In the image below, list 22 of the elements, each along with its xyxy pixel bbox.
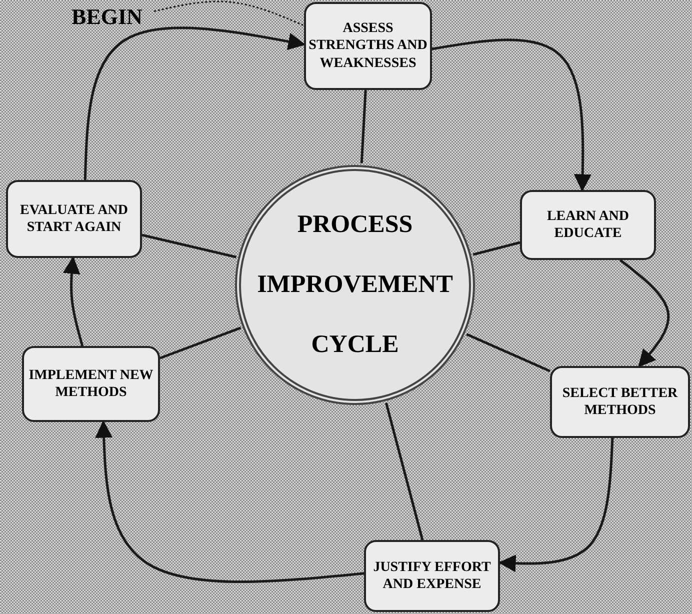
node-label: PROCESS IMPROVEMENT CYCLE: [256, 210, 454, 360]
arrow: [432, 38, 592, 192]
process-box: [520, 190, 656, 260]
arrow: [95, 420, 364, 584]
leader-line: [154, 0, 304, 26]
begin-label: BEGIN: [72, 3, 142, 31]
process-box: [550, 366, 690, 438]
process-box: [22, 346, 160, 422]
arrow: [84, 26, 306, 180]
process-box: [6, 180, 142, 258]
node-label: EVALUATE AND START AGAIN: [18, 202, 129, 236]
central-circle: [235, 165, 475, 405]
node-label: IMPLEMENT NEW METHODS: [28, 366, 154, 402]
arrow: [498, 438, 614, 572]
node-label: SELECT BETTER METHODS: [561, 384, 679, 420]
arrow: [619, 259, 670, 368]
arrow: [62, 256, 84, 346]
process-box: [364, 540, 500, 612]
process-box: [304, 2, 432, 90]
node-label: JUSTIFY EFFORT AND EXPENSE: [372, 558, 492, 594]
node-label: LEARN AND EDUCATE: [546, 208, 630, 242]
node-label: ASSESS STRENGTHS AND WEAKNESSES: [308, 20, 428, 72]
